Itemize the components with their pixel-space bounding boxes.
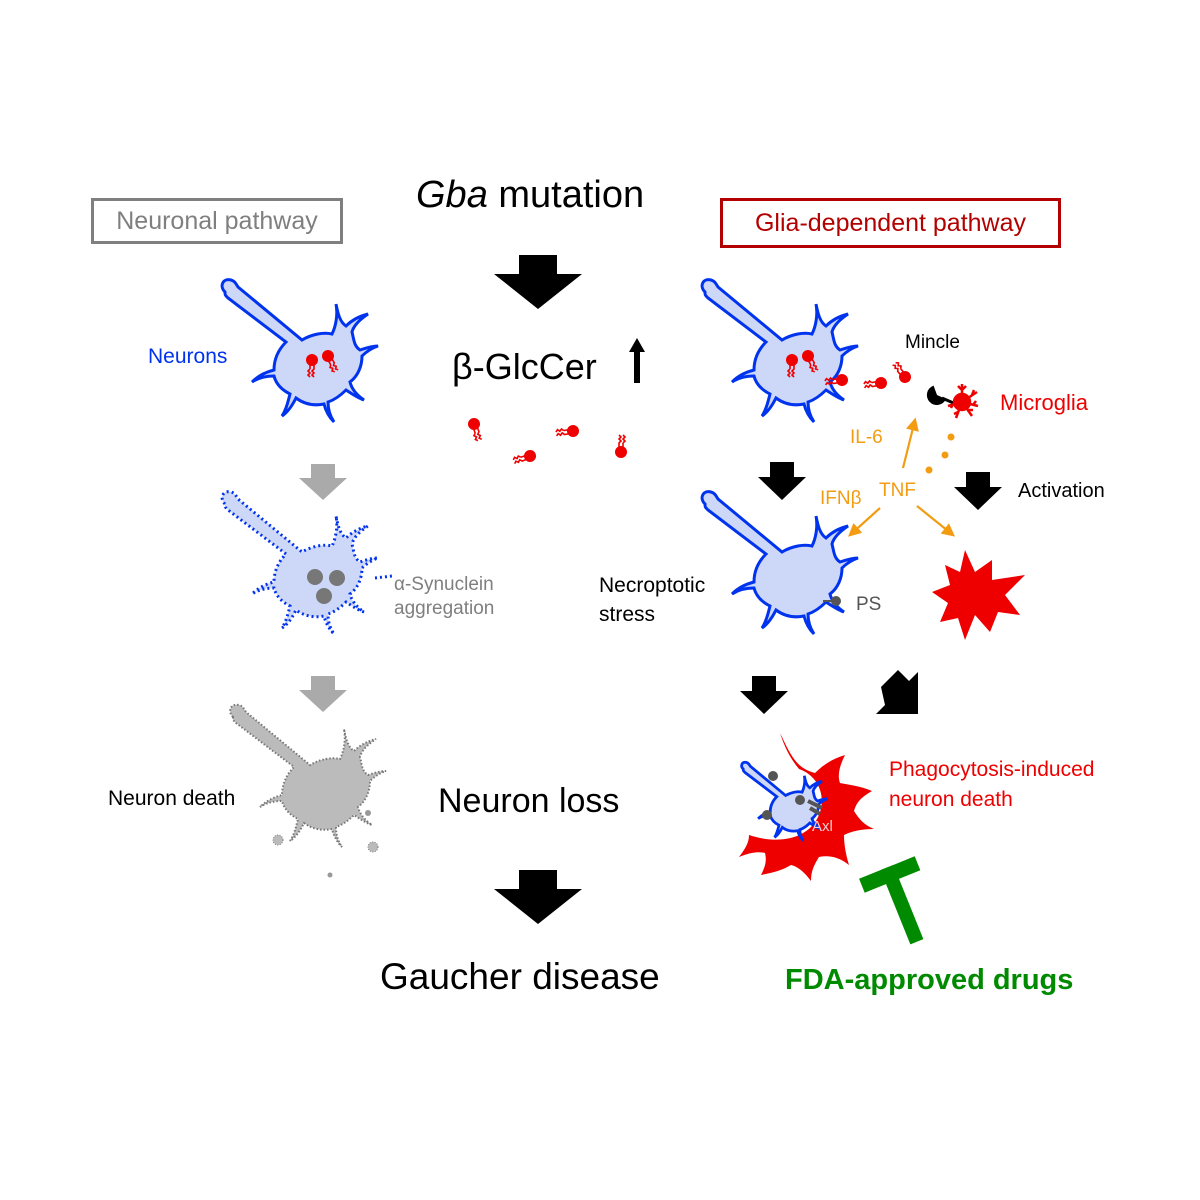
arrow-phago-1	[740, 676, 788, 714]
arrow-necro	[758, 462, 806, 500]
gray-arrow-1	[299, 464, 347, 500]
drugs-label: FDA-approved drugs	[785, 964, 1074, 996]
glia-pathway-label: Glia-dependent pathway	[754, 208, 1027, 237]
microglia-label: Microglia	[1000, 390, 1089, 415]
neuronal-pathway-label: Neuronal pathway	[116, 206, 318, 235]
microglia-resting-icon	[947, 384, 979, 419]
synuclein-label-2: aggregation	[394, 598, 495, 619]
ifnb-label: IFNβ	[820, 488, 862, 509]
diagram-title: Gba mutation	[416, 174, 644, 218]
necroptotic-label-1: Necroptotic	[599, 574, 706, 597]
inhibitor-t-icon	[859, 856, 924, 945]
ps-marker-icon	[823, 596, 841, 606]
glccer-label: β-GlcCer	[452, 346, 597, 387]
neurons-label: Neurons	[148, 345, 228, 368]
increase-arrow-icon	[629, 338, 645, 383]
arrow-down-2	[494, 870, 582, 924]
synuclein-pointer	[374, 574, 393, 580]
synuclein-label-1: α-Synuclein	[394, 574, 494, 595]
phagocytosis-icon	[739, 733, 874, 881]
phagocytosis-label-1: Phagocytosis-induced	[889, 758, 1095, 781]
arrow-phago-2	[876, 670, 918, 714]
cytokine-dots	[925, 433, 955, 474]
neuron-aggregation-icon	[220, 490, 380, 636]
cytokine-arrows	[848, 417, 956, 537]
neuron-loss-label: Neuron loss	[438, 782, 620, 820]
neuronal-pathway-box: Neuronal pathway	[91, 198, 343, 244]
disease-label: Gaucher disease	[380, 956, 660, 997]
phagocytosis-label-2: neuron death	[889, 788, 1013, 811]
axl-label: Axl	[812, 818, 833, 835]
neuron-dead-icon	[229, 703, 387, 878]
title-rest: mutation	[487, 174, 645, 216]
tnf-label: TNF	[879, 480, 916, 501]
necroptotic-label-2: stress	[599, 603, 656, 626]
neuron-healthy-icon	[220, 278, 380, 424]
mincle-label: Mincle	[905, 332, 960, 353]
neuron-necroptotic-icon	[700, 490, 860, 636]
il6-label: IL-6	[850, 427, 883, 448]
glccer-lipids	[465, 415, 628, 469]
arrow-activation	[954, 472, 1002, 510]
ps-label: PS	[856, 594, 882, 615]
glia-pathway-box: Glia-dependent pathway	[720, 198, 1061, 248]
microglia-activated-icon	[932, 550, 1025, 640]
neuron-death-label: Neuron death	[108, 787, 236, 810]
neuron-glia-icon	[700, 278, 860, 424]
gene-name: Gba	[416, 174, 488, 216]
gray-arrow-2	[299, 676, 347, 712]
activation-label: Activation	[1018, 480, 1105, 502]
arrow-down-1	[494, 255, 582, 309]
